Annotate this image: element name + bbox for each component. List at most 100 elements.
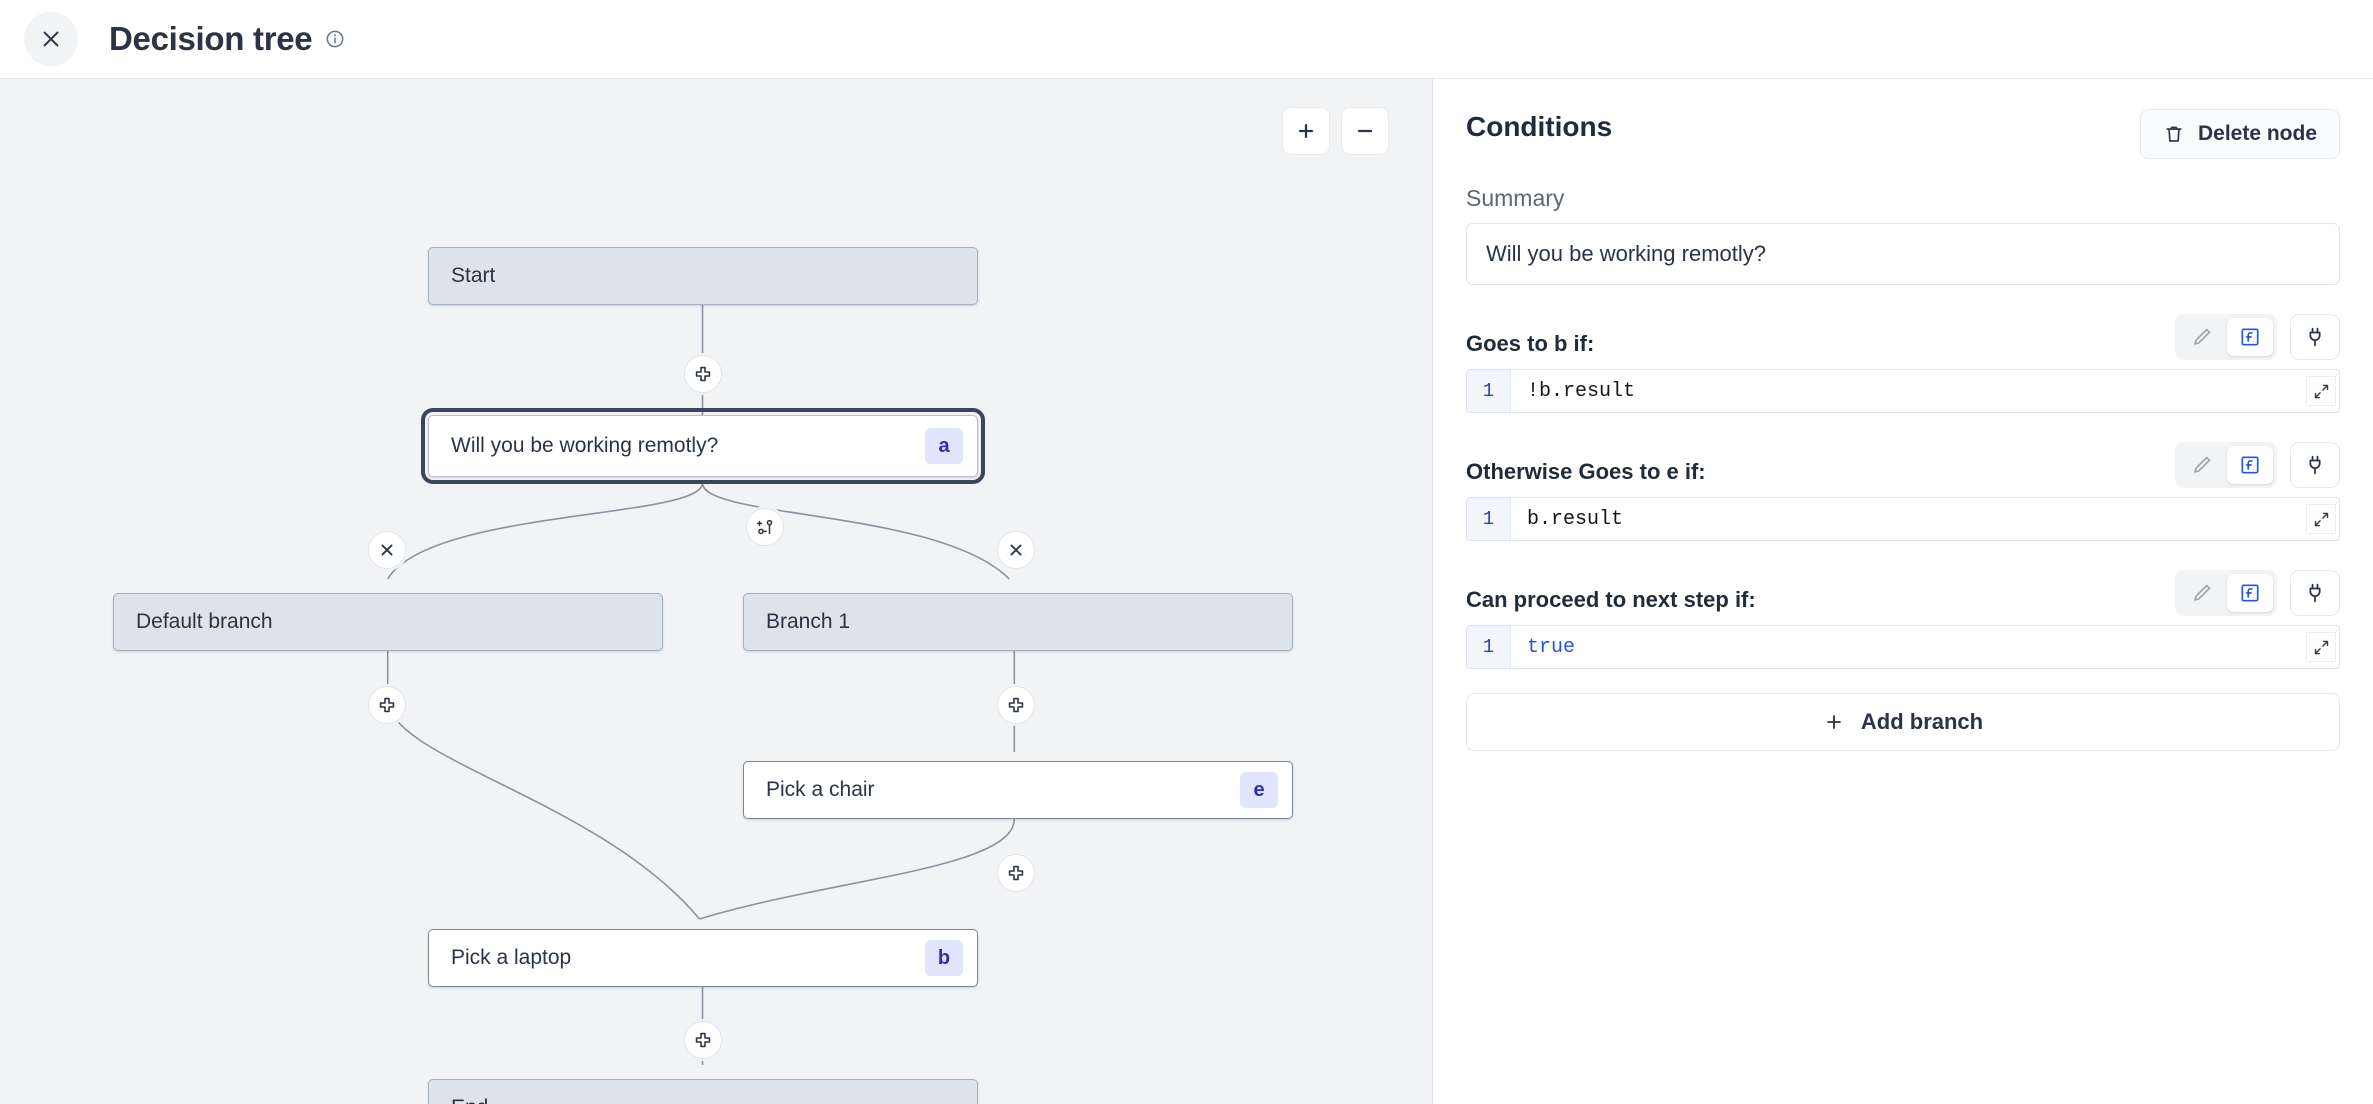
flow-node-label: Default branch [136,610,273,633]
page-title: Decision tree [109,20,313,57]
pencil-icon [2194,456,2211,473]
connect-button[interactable] [2290,442,2340,488]
condition-header: Goes to b if: [1466,314,2340,360]
info-circle-icon [326,30,344,48]
flow-node-label: Pick a laptop [451,946,572,969]
code-editor[interactable]: 1 b.result [1466,497,2340,541]
expand-icon [2314,512,2328,526]
flow-node-badge: b [925,940,963,976]
code-content[interactable]: b.result [1527,507,1624,531]
plus-icon [1298,123,1314,139]
expand-editor-button[interactable] [2306,504,2336,534]
pencil-icon [2194,584,2211,601]
flow-node-branch-1[interactable]: Branch 1 [743,593,1293,651]
function-mode-button[interactable] [2227,318,2273,356]
close-icon [1010,544,1022,556]
summary-label: Summary [1466,185,1565,211]
condition-header: Otherwise Goes to e if: [1466,442,2340,488]
close-icon [43,31,59,47]
flow-canvas[interactable]: Start Will you be working remotly? a [0,79,1433,1104]
flow-node-pick-a-laptop[interactable]: Pick a laptop b [428,929,978,987]
flow-node-will-you-be-working-remotly[interactable]: Will you be working remotly? a [421,408,985,484]
code-content[interactable]: !b.result [1527,379,1636,403]
flow-node-start[interactable]: Start [428,247,978,305]
zoom-in-button[interactable] [1282,107,1330,155]
plus-node-icon [1008,697,1024,713]
code-content[interactable]: true [1527,635,1576,659]
flow-node-badge: e [1240,772,1278,808]
function-mode-button[interactable] [2227,446,2273,484]
expand-icon [2314,640,2328,654]
code-line-number: 1 [1467,626,1511,668]
app-header: Decision tree [0,0,2373,79]
expand-editor-button[interactable] [2306,632,2336,662]
condition-block-otherwise-goes-to-e: Otherwise Goes to e if: [1466,442,2340,541]
expand-icon [2314,384,2328,398]
function-icon [2241,584,2259,602]
pencil-icon [2194,328,2211,345]
flow-node-label: Branch 1 [766,610,851,633]
code-line-number: 1 [1467,498,1511,540]
add-branch-label: Add branch [1860,709,1984,734]
add-node-button-chair[interactable] [997,854,1035,892]
close-icon [381,544,393,556]
add-node-button-laptop[interactable] [684,1021,722,1059]
plug-icon [2309,583,2321,603]
flow-node-label: Pick a chair [766,778,875,801]
add-node-button-branch1[interactable] [997,686,1035,724]
plug-icon [2309,455,2321,475]
zoom-out-button[interactable] [1341,107,1389,155]
function-icon [2241,328,2259,346]
connect-button[interactable] [2290,314,2340,360]
panel-title: Conditions [1466,111,1613,142]
flow-node-label: End [429,1096,488,1104]
plus-node-icon [695,366,711,382]
connect-button[interactable] [2290,570,2340,616]
main-content: Start Will you be working remotly? a [0,79,2373,1104]
flow-node-label: Start [451,264,496,287]
condition-block-goes-to-b: Goes to b if: [1466,314,2340,413]
info-icon[interactable] [325,29,345,49]
delete-branch-button-branch1[interactable] [997,531,1035,569]
delete-branch-button-default[interactable] [368,531,406,569]
branch-plus-icon [756,519,773,535]
condition-block-can-proceed: Can proceed to next step if: [1466,570,2340,669]
code-editor[interactable]: 1 true [1466,625,2340,669]
minus-icon [1357,129,1373,133]
plus-node-icon [695,1032,711,1048]
plug-icon [2309,327,2321,347]
add-node-button-start-a[interactable] [684,355,722,393]
trash-icon [2166,126,2182,142]
plus-icon [1827,715,1841,729]
flow-node-default-branch[interactable]: Default branch [113,593,663,651]
summary-input[interactable] [1466,223,2340,285]
flow-node-badge: a [925,428,963,464]
function-mode-button[interactable] [2227,574,2273,612]
close-button[interactable] [24,12,78,66]
code-editor[interactable]: 1 !b.result [1466,369,2340,413]
text-mode-button[interactable] [2179,318,2225,356]
panel-header: Conditions Delete node [1466,109,2340,159]
text-mode-button[interactable] [2179,574,2225,612]
flow-node-label: Will you be working remotly? [451,434,719,457]
add-branch-button[interactable]: Add branch [1466,693,2340,751]
condition-title: Can proceed to next step if: [1466,587,1756,612]
condition-tools [2175,442,2340,488]
flow-node-end[interactable]: End [428,1079,978,1104]
add-branch-button[interactable] [746,508,784,546]
expand-editor-button[interactable] [2306,376,2336,406]
condition-title: Goes to b if: [1466,331,1595,356]
condition-title: Otherwise Goes to e if: [1466,459,1706,484]
zoom-controls [1282,107,1389,155]
condition-header: Can proceed to next step if: [1466,570,2340,616]
delete-node-button[interactable]: Delete node [2139,109,2340,159]
code-line-number: 1 [1467,370,1511,412]
flow-graph: Start Will you be working remotly? a [0,79,1432,1104]
add-node-button-default[interactable] [368,686,406,724]
flow-node-pick-a-chair[interactable]: Pick a chair e [743,761,1293,819]
plus-node-icon [379,697,395,713]
condition-tools [2175,570,2340,616]
plus-node-icon [1008,865,1024,881]
text-mode-button[interactable] [2179,446,2225,484]
editor-mode-toggle [2175,314,2277,360]
